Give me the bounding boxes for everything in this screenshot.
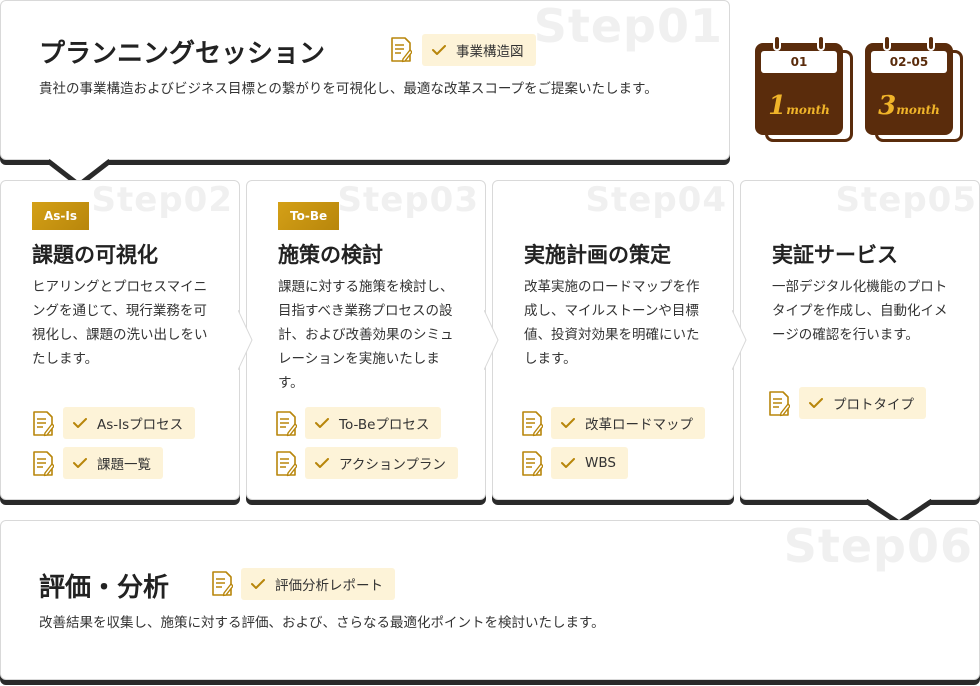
step02-card: Step02 As-Is 課題の可視化 ヒアリングとプロセスマイニングを通じて、… [0,180,240,500]
step05-description: 一部デジタル化機能のプロトタイプを作成し、自動化イメージの確認を行います。 [772,279,948,343]
step01-tag: 事業構造図 [422,34,536,66]
step04-description: 改革実施のロードマップを作成し、マイルストーンや目標値、投資対効果を明確にいたし… [524,279,700,367]
step03-title: 施策の検討 [278,243,383,267]
arrow-step02-to-step03 [238,310,253,370]
step03-watermark: Step03 [337,180,479,220]
document-icon [390,37,412,63]
document-icon [32,451,54,477]
step06-tag: 評価分析レポート [241,568,395,600]
tag-label: 改革ロードマップ [585,417,693,433]
document-icon [521,451,543,477]
step03-tag-1: To-Beプロセス [305,407,442,439]
tag-label: アクションプラン [339,457,446,473]
calendar-label: 01 [761,51,837,73]
step06-title: 評価・分析 [39,573,170,603]
check-icon [561,458,575,468]
calendar-unit: month [896,103,940,117]
step01-watermark: Step01 [533,0,723,53]
step02-tag-1: As-Isプロセス [63,407,196,439]
step02-title: 課題の可視化 [32,243,158,267]
tag-label: プロトタイプ [833,397,914,413]
check-icon [315,418,329,428]
step01-card: Step01 プランニングセッション 事業構造図 貴社の事業構造およびビジネス目… [0,0,730,160]
step06-card: Step06 評価・分析 評価分析レポート 改善結果を収集し、施策に対する評価、… [0,520,980,680]
arrow-step03-to-step04 [484,310,499,370]
step01-description: 貴社の事業構造およびビジネス目標との繋がりを可視化し、最適な改革スコープをご提案… [39,81,658,97]
step04-card: Step04 実施計画の策定 改革実施のロードマップを作成し、マイルストーンや目… [492,180,734,500]
step05-title: 実証サービス [772,243,898,267]
document-icon [275,411,297,437]
arrow-step04-to-step05 [732,310,747,370]
check-icon [809,398,823,408]
as-is-badge: As-Is [32,202,90,230]
tag-label: To-Beプロセス [339,417,430,433]
step05-card: Step05 実証サービス 一部デジタル化機能のプロトタイプを作成し、自動化イメ… [740,180,980,500]
step03-description: 課題に対する施策を検討し、目指すべき業務プロセスの設計、および改善効果のシミュレ… [278,279,454,391]
check-icon [432,45,446,55]
step02-watermark: Step02 [91,180,233,220]
tag-label: 事業構造図 [456,44,524,60]
check-icon [561,418,575,428]
calendar-3-month: 02-05 3month [865,35,963,142]
check-icon [73,458,87,468]
step06-description: 改善結果を収集し、施策に対する評価、および、さらなる最適化ポイントを検討いたしま… [39,615,605,631]
tag-label: As-Isプロセス [97,417,184,433]
step02-tag-2: 課題一覧 [63,447,163,479]
document-icon [211,571,233,597]
tag-label: 課題一覧 [97,457,151,473]
step04-tag-1: 改革ロードマップ [551,407,705,439]
check-icon [315,458,329,468]
document-icon [521,411,543,437]
calendar-unit: month [786,103,830,117]
tag-label: WBS [585,455,616,471]
document-icon [275,451,297,477]
step05-watermark: Step05 [835,180,977,220]
step03-card: Step03 To-Be 施策の検討 課題に対する施策を検討し、目指すべき業務プ… [246,180,486,500]
step03-tag-2: アクションプラン [305,447,458,479]
calendar-number: 3 [878,91,897,121]
check-icon [251,579,265,589]
check-icon [73,418,87,428]
calendar-1-month: 01 1month [755,35,853,142]
to-be-badge: To-Be [278,202,340,230]
step01-title: プランニングセッション [39,39,326,69]
calendar-number: 1 [768,91,787,121]
step05-tag-1: プロトタイプ [799,387,926,419]
calendar-label: 02-05 [871,51,947,73]
step04-tag-2: WBS [551,447,628,479]
step04-watermark: Step04 [585,180,727,220]
document-icon [768,391,790,417]
step04-title: 実施計画の策定 [524,243,671,267]
step02-description: ヒアリングとプロセスマイニングを通じて、現行業務を可視化し、課題の洗い出しをいた… [32,279,208,367]
document-icon [32,411,54,437]
tag-label: 評価分析レポート [275,578,383,594]
step06-watermark: Step06 [783,519,973,573]
